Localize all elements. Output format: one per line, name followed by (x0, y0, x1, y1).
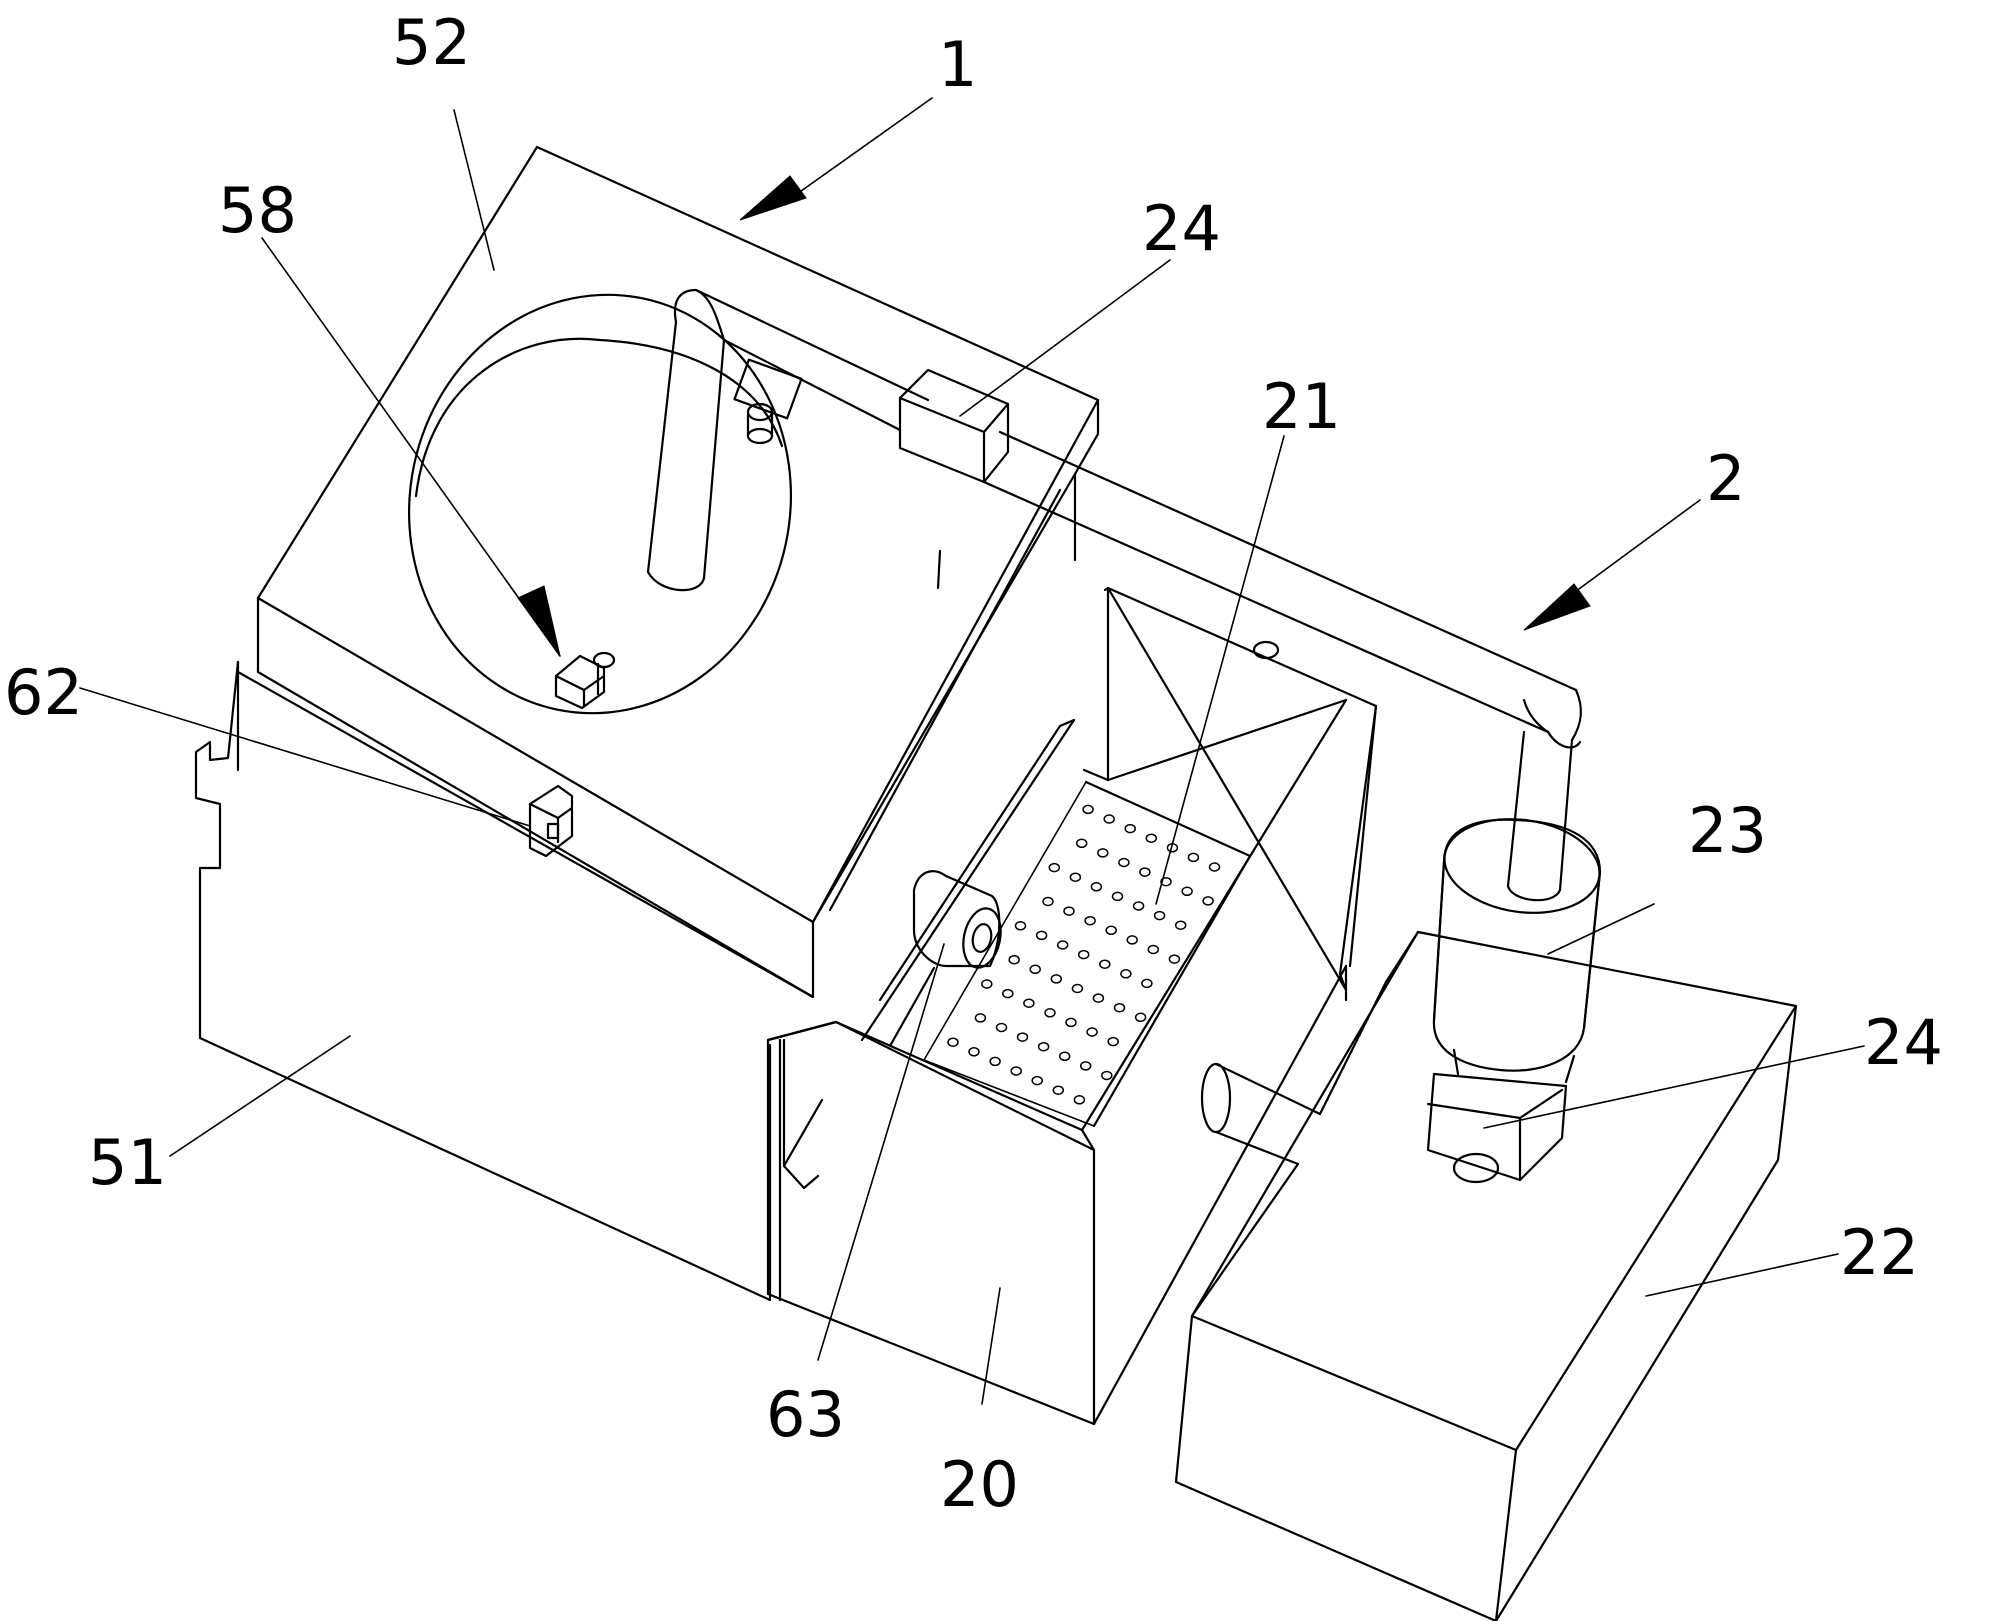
connector-pipe (1200, 1062, 1322, 1166)
plate-hole (1103, 814, 1115, 824)
roller-63 (888, 870, 1002, 1048)
label-20: 20 (940, 1448, 1019, 1521)
plate-hole (1141, 978, 1153, 989)
bowl-opening (407, 293, 942, 715)
plate-hole (1073, 1095, 1086, 1105)
label-51: 51 (88, 1126, 167, 1199)
plate-hole (1126, 935, 1138, 945)
label-1: 1 (938, 28, 977, 101)
plate-hole (1048, 862, 1061, 873)
plate-hole (1181, 886, 1193, 897)
plate-hole (995, 1022, 1008, 1033)
plate-hole (1079, 1061, 1092, 1071)
label-24-right: 24 (1864, 1006, 1943, 1079)
plate-hole (1065, 1017, 1077, 1028)
plate-hole (1058, 1051, 1071, 1062)
front-panel (194, 660, 782, 1302)
plate-hole (1120, 969, 1132, 979)
plate-hole (1202, 896, 1214, 906)
plate-holes (947, 804, 1221, 1105)
plate-hole (1035, 930, 1048, 941)
plate-hole (1124, 823, 1136, 834)
plate-hole (968, 1047, 980, 1057)
plate-hole (1160, 876, 1172, 887)
plate-hole (1008, 954, 1020, 965)
plate-hole (989, 1056, 1001, 1067)
plate-hole (1023, 998, 1035, 1008)
plate-hole (1134, 1012, 1147, 1023)
plate-hole (974, 1013, 987, 1023)
plate-hole (1153, 910, 1166, 921)
plate-hole (1099, 959, 1111, 969)
label-21: 21 (1262, 370, 1341, 443)
arrow-1 (739, 97, 933, 221)
plate-hole (1042, 896, 1054, 907)
plate-hole (981, 979, 993, 989)
plate-hole (1075, 838, 1088, 849)
plate-hole (1029, 964, 1041, 975)
plate-hole (1174, 920, 1187, 930)
plate-hole (1090, 882, 1103, 892)
plate-hole (1132, 901, 1145, 911)
label-23: 23 (1688, 794, 1767, 867)
plate-hole (1147, 944, 1160, 955)
plate-hole (1037, 1041, 1050, 1052)
arrow-58 (517, 585, 561, 657)
plate-hole (1097, 848, 1109, 858)
plate-hole (1071, 983, 1084, 994)
label-58: 58 (218, 174, 297, 247)
plate-hole (1014, 921, 1027, 931)
plate-hole (1107, 1036, 1119, 1047)
plate-hole (1086, 1027, 1098, 1037)
plate-hole (1145, 833, 1158, 843)
plate-hole (1044, 1008, 1056, 1018)
label-24-top: 24 (1142, 192, 1221, 265)
plate-hole (1002, 988, 1014, 999)
plate-hole (1031, 1075, 1043, 1086)
plate-hole (1187, 852, 1200, 863)
clamp-block-24-right (1426, 1072, 1568, 1184)
plate-hole (1077, 949, 1090, 960)
tray (766, 586, 1378, 1426)
plate-hole (1016, 1032, 1029, 1042)
fitting-58 (554, 651, 616, 710)
label-63: 63 (766, 1378, 845, 1451)
plate-hole (1168, 954, 1181, 964)
plate-hole (1063, 906, 1075, 916)
bowl-sensor (733, 358, 803, 445)
leader-lines (79, 109, 1865, 1405)
perforated-plate (923, 780, 1252, 1128)
label-52: 52 (392, 6, 471, 79)
plate-hole (1050, 974, 1063, 984)
plate-hole (1010, 1066, 1022, 1076)
plate-hole (1052, 1085, 1065, 1095)
arrow-2 (1523, 499, 1701, 631)
pump-23 (1432, 818, 1602, 1084)
label-22: 22 (1840, 1216, 1919, 1289)
plate-hole (1139, 867, 1151, 877)
plate-hole (1113, 1002, 1126, 1013)
plate-hole (1056, 940, 1069, 950)
plate-hole (1105, 925, 1117, 936)
label-62: 62 (4, 656, 83, 729)
base-box (1174, 930, 1798, 1621)
label-2: 2 (1706, 442, 1745, 515)
plate-hole (947, 1037, 959, 1047)
main-housing (236, 145, 1100, 999)
plate-hole (1101, 1070, 1113, 1081)
plate-hole (1208, 862, 1221, 872)
plate-hole (1118, 857, 1130, 868)
plate-hole (1111, 891, 1124, 902)
plate-hole (1092, 993, 1105, 1003)
plate-hole (1082, 804, 1094, 815)
plate-hole (1069, 872, 1082, 882)
clamp-block-24-top (898, 368, 1010, 484)
plate-hole (1084, 915, 1096, 926)
pipe (646, 288, 1582, 902)
latch-62 (528, 784, 574, 858)
